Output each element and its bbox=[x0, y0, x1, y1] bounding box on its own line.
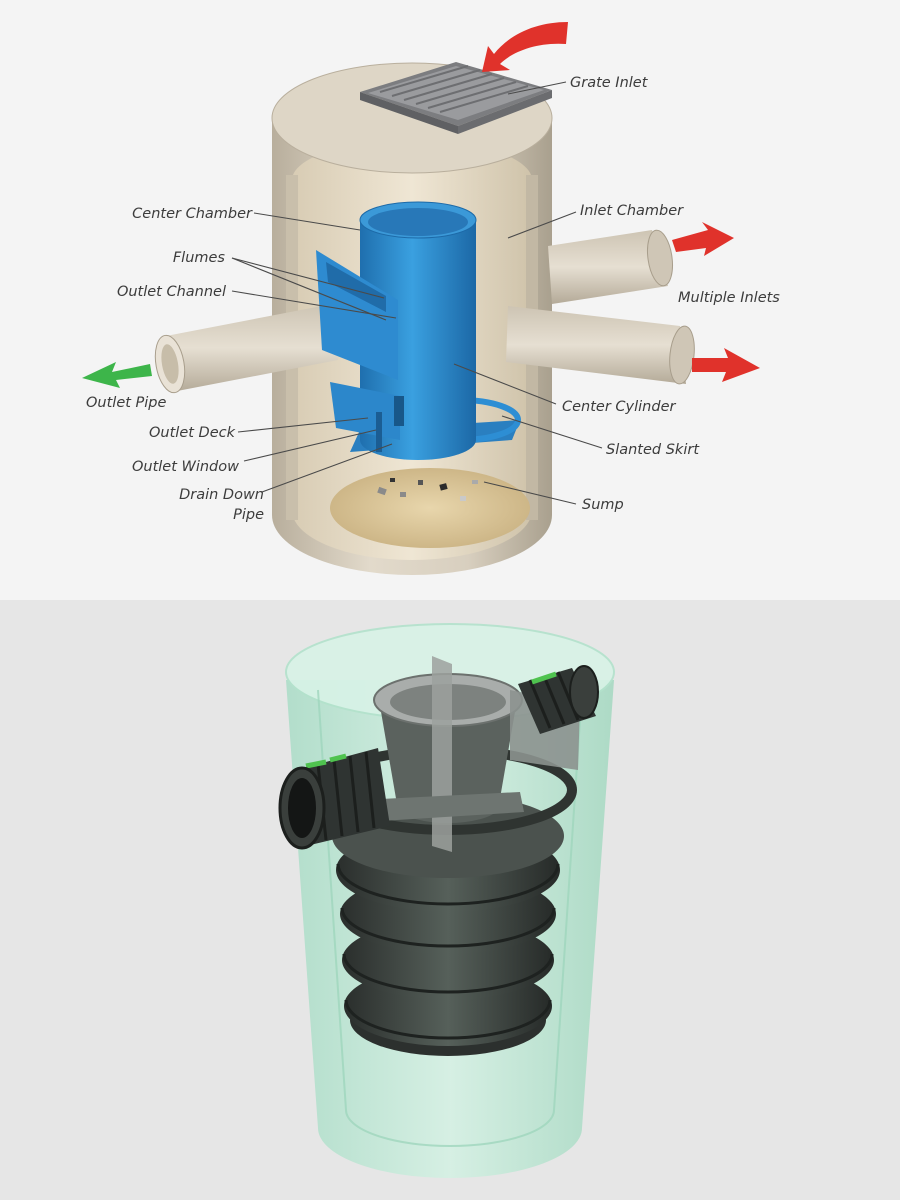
sump-sediment bbox=[330, 468, 530, 548]
outflow-arrow bbox=[82, 362, 152, 388]
outlet-window-shape bbox=[394, 396, 404, 426]
label-grate-inlet: Grate Inlet bbox=[570, 75, 649, 91]
upper-inflow-arrow bbox=[672, 222, 734, 256]
label-flumes: Flumes bbox=[173, 250, 226, 266]
inlet-pipe-lower bbox=[506, 306, 695, 385]
label-drain-down-line2: Pipe bbox=[233, 507, 264, 523]
label-sump: Sump bbox=[582, 497, 624, 513]
outlet-deck-shape bbox=[330, 382, 400, 440]
blue-insert bbox=[316, 201, 521, 460]
corrugated-pipe-right bbox=[518, 665, 599, 734]
sediment-debris bbox=[377, 478, 478, 501]
label-center-chamber: Center Chamber bbox=[132, 206, 253, 222]
label-inlet-chamber: Inlet Chamber bbox=[580, 203, 684, 219]
leader-lines bbox=[231, 81, 603, 505]
label-drain-down-line1: Drain Down bbox=[179, 487, 264, 503]
corrugated-pipe-left bbox=[278, 748, 390, 850]
label-slanted-skirt: Slanted Skirt bbox=[606, 442, 700, 458]
label-outlet-pipe: Outlet Pipe bbox=[86, 395, 167, 411]
label-outlet-deck: Outlet Deck bbox=[149, 425, 236, 441]
outlet-pipe-shape bbox=[154, 304, 338, 394]
top-panel: Grate Inlet Center Chamber Inlet Chamber… bbox=[82, 22, 781, 575]
label-outlet-channel: Outlet Channel bbox=[117, 284, 226, 300]
label-multiple-inlets: Multiple Inlets bbox=[678, 290, 780, 306]
bottom-panel bbox=[0, 600, 900, 1200]
manhole-illustration bbox=[82, 22, 760, 575]
inlet-pipe-upper bbox=[548, 229, 674, 304]
grate-inflow-arrow bbox=[482, 22, 568, 72]
label-group: Grate Inlet Center Chamber Inlet Chamber… bbox=[86, 75, 780, 523]
drain-down-pipe-shape bbox=[376, 412, 382, 452]
label-center-cylinder: Center Cylinder bbox=[562, 399, 676, 415]
grate-inlet-shape bbox=[360, 62, 552, 134]
dark-separator-insert bbox=[319, 656, 580, 1056]
lower-inflow-arrow bbox=[692, 348, 760, 382]
label-outlet-window: Outlet Window bbox=[132, 459, 239, 475]
